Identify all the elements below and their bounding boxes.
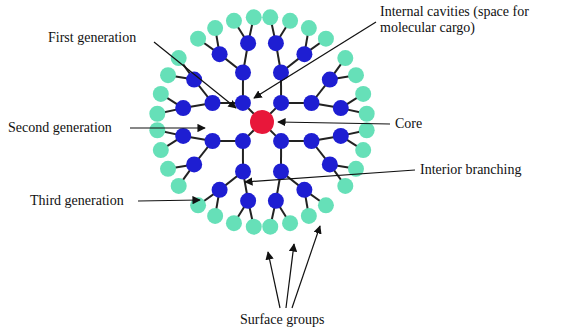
callout-label: Surface groups [240,312,324,328]
surface-group [153,86,169,102]
surface-group [318,197,334,213]
branch-unit [205,95,221,111]
surface-group [207,20,223,36]
leader-line [245,170,415,182]
branch-unit [296,46,312,62]
surface-group [207,208,223,224]
callout-label: Second generation [8,120,112,136]
branch-unit [273,163,289,179]
leader-line [154,42,236,108]
surface-group [160,161,176,177]
branch-unit [175,128,191,144]
leader-line [130,127,205,128]
leader-line [268,252,280,308]
branch-unit [235,95,251,111]
surface-group [262,9,278,25]
branch-unit [235,133,251,149]
surface-group [246,219,262,235]
branch-unit [273,95,289,111]
branch-unit [240,35,256,51]
branch-unit [240,193,256,209]
surface-group [359,106,375,122]
branch-unit [235,65,251,81]
surface-group [190,31,206,47]
branch-unit [273,133,289,149]
surface-group [355,142,371,158]
callout-label: Third generation [30,193,124,209]
branch-unit [322,156,338,172]
leader-line [286,244,294,308]
surface-group [246,9,262,25]
branch-unit [333,128,349,144]
surface-group [160,67,176,83]
surface-group [337,178,353,194]
branch-unit [175,100,191,116]
branch-unit [268,35,284,51]
leader-line [138,200,200,201]
leader-lines [130,22,415,308]
leader-line [254,22,376,98]
branch-unit [212,182,228,198]
branch-unit [268,193,284,209]
surface-group [355,86,371,102]
callout-label: First generation [48,30,136,46]
surface-group [149,122,165,138]
surface-group [226,215,242,231]
branch-unit [296,182,312,198]
surface-group [149,106,165,122]
surface-group [171,178,187,194]
branch-unit [212,46,228,62]
branch-unit [303,95,319,111]
branch-unit [205,133,221,149]
surface-group [262,219,278,235]
branch-unit [303,133,319,149]
branch-unit [333,100,349,116]
branch-unit [186,156,202,172]
branch-unit [322,72,338,88]
surface-group [282,215,298,231]
surface-group [318,31,334,47]
callout-label: Interior branching [420,162,521,178]
core-unit [250,110,274,134]
leader-line [292,226,320,308]
branch-unit [235,163,251,179]
surface-group [337,50,353,66]
dendrimer [149,9,374,234]
callout-label: Internal cavities (space for molecular c… [380,4,560,36]
surface-group [226,13,242,29]
callout-label: Core [395,116,422,132]
surface-group [348,67,364,83]
leader-line [278,122,390,124]
surface-group [153,142,169,158]
surface-group [301,208,317,224]
surface-group [359,122,375,138]
surface-group [301,20,317,36]
surface-group [282,13,298,29]
